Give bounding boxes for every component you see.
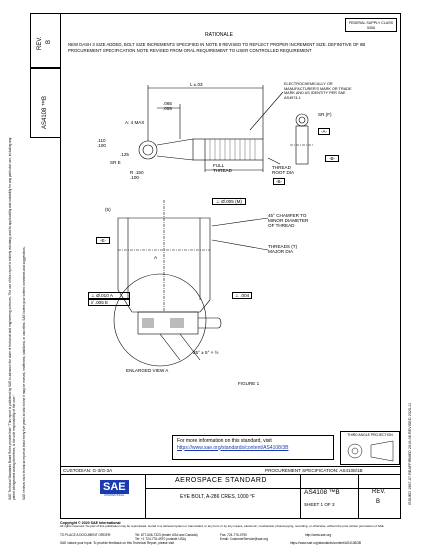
tolerance-box: ⊥ Ø.005 (M) — [212, 198, 246, 205]
projection-symbol — [347, 440, 394, 462]
datum-a: -A- — [318, 128, 331, 135]
rationale-title: RATIONALE — [205, 32, 233, 38]
thread-root-note: THREAD ROOT DIA — [272, 165, 295, 175]
datum-b: -B- — [325, 155, 340, 162]
sae-logo: SAE INTERNATIONAL — [100, 480, 129, 497]
chamfer-note: 45° CHAMFER TO MINOR DIAMETER OF THREAD — [268, 213, 309, 228]
fcf-2: // .005 E — [88, 299, 130, 306]
rev-tab: REV. B — [30, 13, 60, 68]
dim-110: .110 .100 — [97, 138, 106, 148]
projection-title: THIRD ANGLE PROJECTION — [347, 433, 393, 437]
datum-e: -E- — [96, 237, 111, 244]
dim-thd: A: 4 MAX — [125, 120, 145, 125]
procurement-spec: PROCUREMENT SPECIFICATION: AS4108/1B — [265, 468, 363, 473]
info-link[interactable]: https://www.sae.org/standards/content/AS… — [177, 444, 289, 451]
dim-full-thread: FULL THREAD — [213, 163, 232, 173]
feedback-link[interactable]: https://www.sae.org/standards/content/AS… — [290, 541, 362, 545]
doc-number-tab: AS4108 ™B — [30, 68, 60, 138]
fcf-3: ⊥ .004 — [232, 292, 253, 299]
label-5: (5) — [105, 207, 111, 212]
dim-angle: 25° ± 5° × ½ — [193, 350, 219, 355]
dim-l: L ±.03 — [190, 82, 203, 87]
web[interactable]: http://www.sae.org — [305, 533, 332, 537]
logo-text: SAE — [100, 480, 129, 494]
logo-sub: INTERNATIONAL — [104, 494, 125, 497]
fcf-1: ⊥ Ø.010 A — [88, 292, 130, 299]
order-label: TO PLACE A DOCUMENT ORDER: — [60, 533, 111, 537]
projection-block: THIRD ANGLE PROJECTION — [340, 431, 400, 465]
standard-type: AEROSPACE STANDARD — [175, 477, 267, 484]
sr-label: SR (F) — [318, 112, 332, 117]
doc-number: AS4108 ™B — [304, 489, 340, 496]
sheet-number: SHEET 1 OF 3 — [304, 502, 335, 507]
electrochem-note: ELECTROCHEMICALLY OR MANUFACTURER'S MARK… — [284, 82, 352, 100]
part-title: EYE BOLT, A-286 CRES, 1000 °F — [180, 494, 255, 500]
label-a: A — [154, 255, 158, 260]
tel-1: Tel: 877-606-7323 (inside USA and Canada… — [135, 533, 198, 537]
tel-2: Tel: +1 724-776-4970 (outside USA) — [135, 537, 186, 541]
federal-supply-class: FEDERAL SUPPLY CLASS 5306 — [345, 18, 397, 32]
thread-root-datum: -B- — [273, 178, 286, 185]
rev-label: REV. — [372, 489, 386, 495]
enlarged-view-label: ENLARGED VIEW A — [126, 368, 169, 373]
rev-value: B — [376, 499, 381, 505]
feedback: SAE values your input. To provide feedba… — [60, 541, 174, 545]
copyright: Copyright © 2020 SAE International — [60, 521, 121, 525]
fax: Fax: 724-776-0790 — [220, 533, 247, 537]
threads-note: THREADS (T) MAJOR DIA — [268, 244, 298, 254]
dim-radius: R .150 .100 — [130, 170, 144, 180]
info-text: For more information on this standard, v… — [177, 438, 272, 444]
dim-065: .065 .055 — [163, 101, 172, 111]
custodian: CUSTODIAN: G-3/G-3A — [63, 468, 113, 473]
rights-notice: All rights reserved. No part of this pub… — [60, 524, 385, 528]
figure-label: FIGURE 1 — [238, 381, 260, 386]
dim-sr: SR E — [110, 160, 121, 165]
info-box: For more information on this standard, v… — [172, 435, 334, 460]
dim-c: .125 — [120, 152, 129, 157]
rationale-text: NEW DASH 3 SIZE ADDED, BOLT SIZE INCREME… — [68, 42, 366, 53]
email[interactable]: Email: CustomerService@sae.org — [220, 537, 269, 541]
